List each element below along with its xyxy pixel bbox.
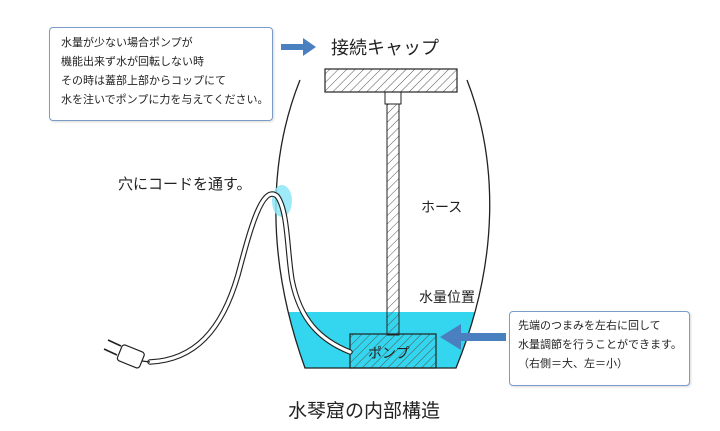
pump: [349, 333, 437, 369]
hose-joint: [384, 91, 402, 105]
pump-tip-note: 水量が少ない場合ポンプが 機能出来ず水が回転しない時 その時は蓋部上部からコップ…: [49, 27, 273, 121]
arrow-to-pump: [440, 324, 506, 350]
pump-tip-line: その時は蓋部上部からコップにて: [61, 74, 226, 87]
flow-adjust-line: 先端のつまみを左右に回して: [518, 319, 661, 332]
hose: [386, 94, 400, 336]
flow-adjust-line: 水量調節を行うことができます。: [518, 338, 682, 351]
flow-adjust-note: 先端のつまみを左右に回して 水量調節を行うことができます。 （右側＝大、左＝小）: [509, 311, 690, 386]
power-cord: [147, 191, 353, 365]
diagram-caption: 水琴窟の内部構造: [288, 400, 441, 422]
flow-adjust-line: （右側＝大、左＝小）: [518, 357, 628, 370]
pump-tip-line: 水を注いでポンプに力を与えてください。: [61, 93, 269, 106]
hose-label: ホース: [421, 200, 463, 216]
power-plug: [103, 339, 151, 369]
pump-tip-line: 水量が少ない場合ポンプが: [61, 36, 193, 49]
pump-label: ポンプ: [368, 346, 410, 362]
pump-tip-line: 機能出来ず水が回転しない時: [61, 55, 204, 68]
water-level-label: 水量位置: [419, 290, 475, 306]
arrow-to-cap: [281, 38, 316, 56]
cap-label: 接続キャップ: [331, 38, 439, 59]
cord-label: 穴にコードを通す。: [118, 175, 252, 193]
connection-cap: [324, 68, 458, 93]
